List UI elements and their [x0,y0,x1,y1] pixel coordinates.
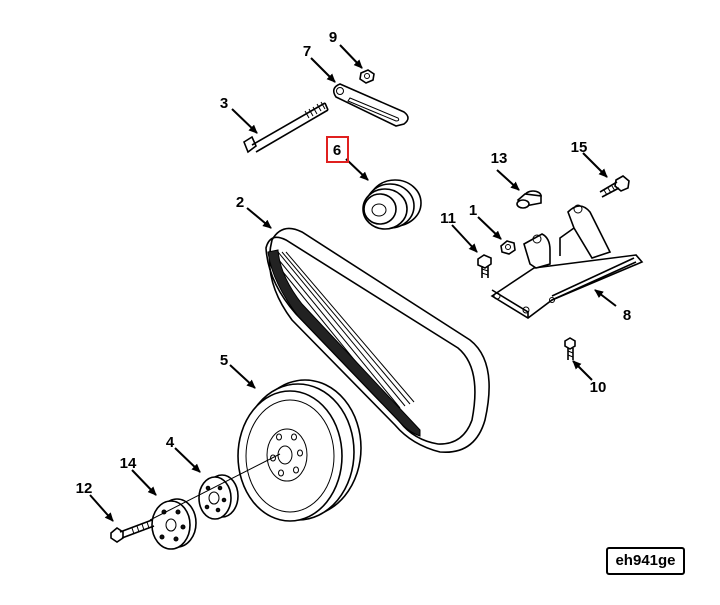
part-nut-small [359,69,375,84]
part-bracket-nut [500,240,516,255]
figure-id-label: eh941ge [606,547,685,575]
callout-6: 6 [333,142,341,159]
part-mounting-bracket [490,204,644,319]
callout-3: 3 [220,95,228,112]
part-washer-plate [151,498,197,550]
part-alternator-pulley [362,179,422,230]
callout-leaders [89,44,617,522]
callout-5: 5 [220,352,228,369]
callout-8: 8 [623,307,631,324]
callout-9: 9 [329,29,337,46]
callout-13: 13 [491,150,508,167]
callout-2: 2 [236,194,244,211]
part-spacer [198,474,239,520]
callout-4: 4 [166,434,175,451]
callout-12: 12 [76,480,93,497]
callout-11: 11 [440,210,456,227]
callout-labels: 9 7 3 6 2 13 15 1 11 8 10 5 4 14 12 [76,29,632,497]
callout-6-highlight-box [326,136,349,163]
part-adjusting-bracket [332,83,409,127]
part-bushing [516,190,542,209]
callout-1: 1 [469,202,477,219]
part-crankshaft-pulley [237,379,362,522]
callout-15: 15 [571,139,588,156]
part-long-bolt [243,101,329,154]
callout-10: 10 [590,379,607,396]
callout-7: 7 [303,43,311,60]
part-top-screw [599,175,630,198]
part-small-screw [564,337,576,360]
part-bracket-bolt [477,254,492,278]
part-pulley-bolt [110,519,155,543]
callout-14: 14 [120,455,137,472]
part-drive-belt [265,227,490,453]
